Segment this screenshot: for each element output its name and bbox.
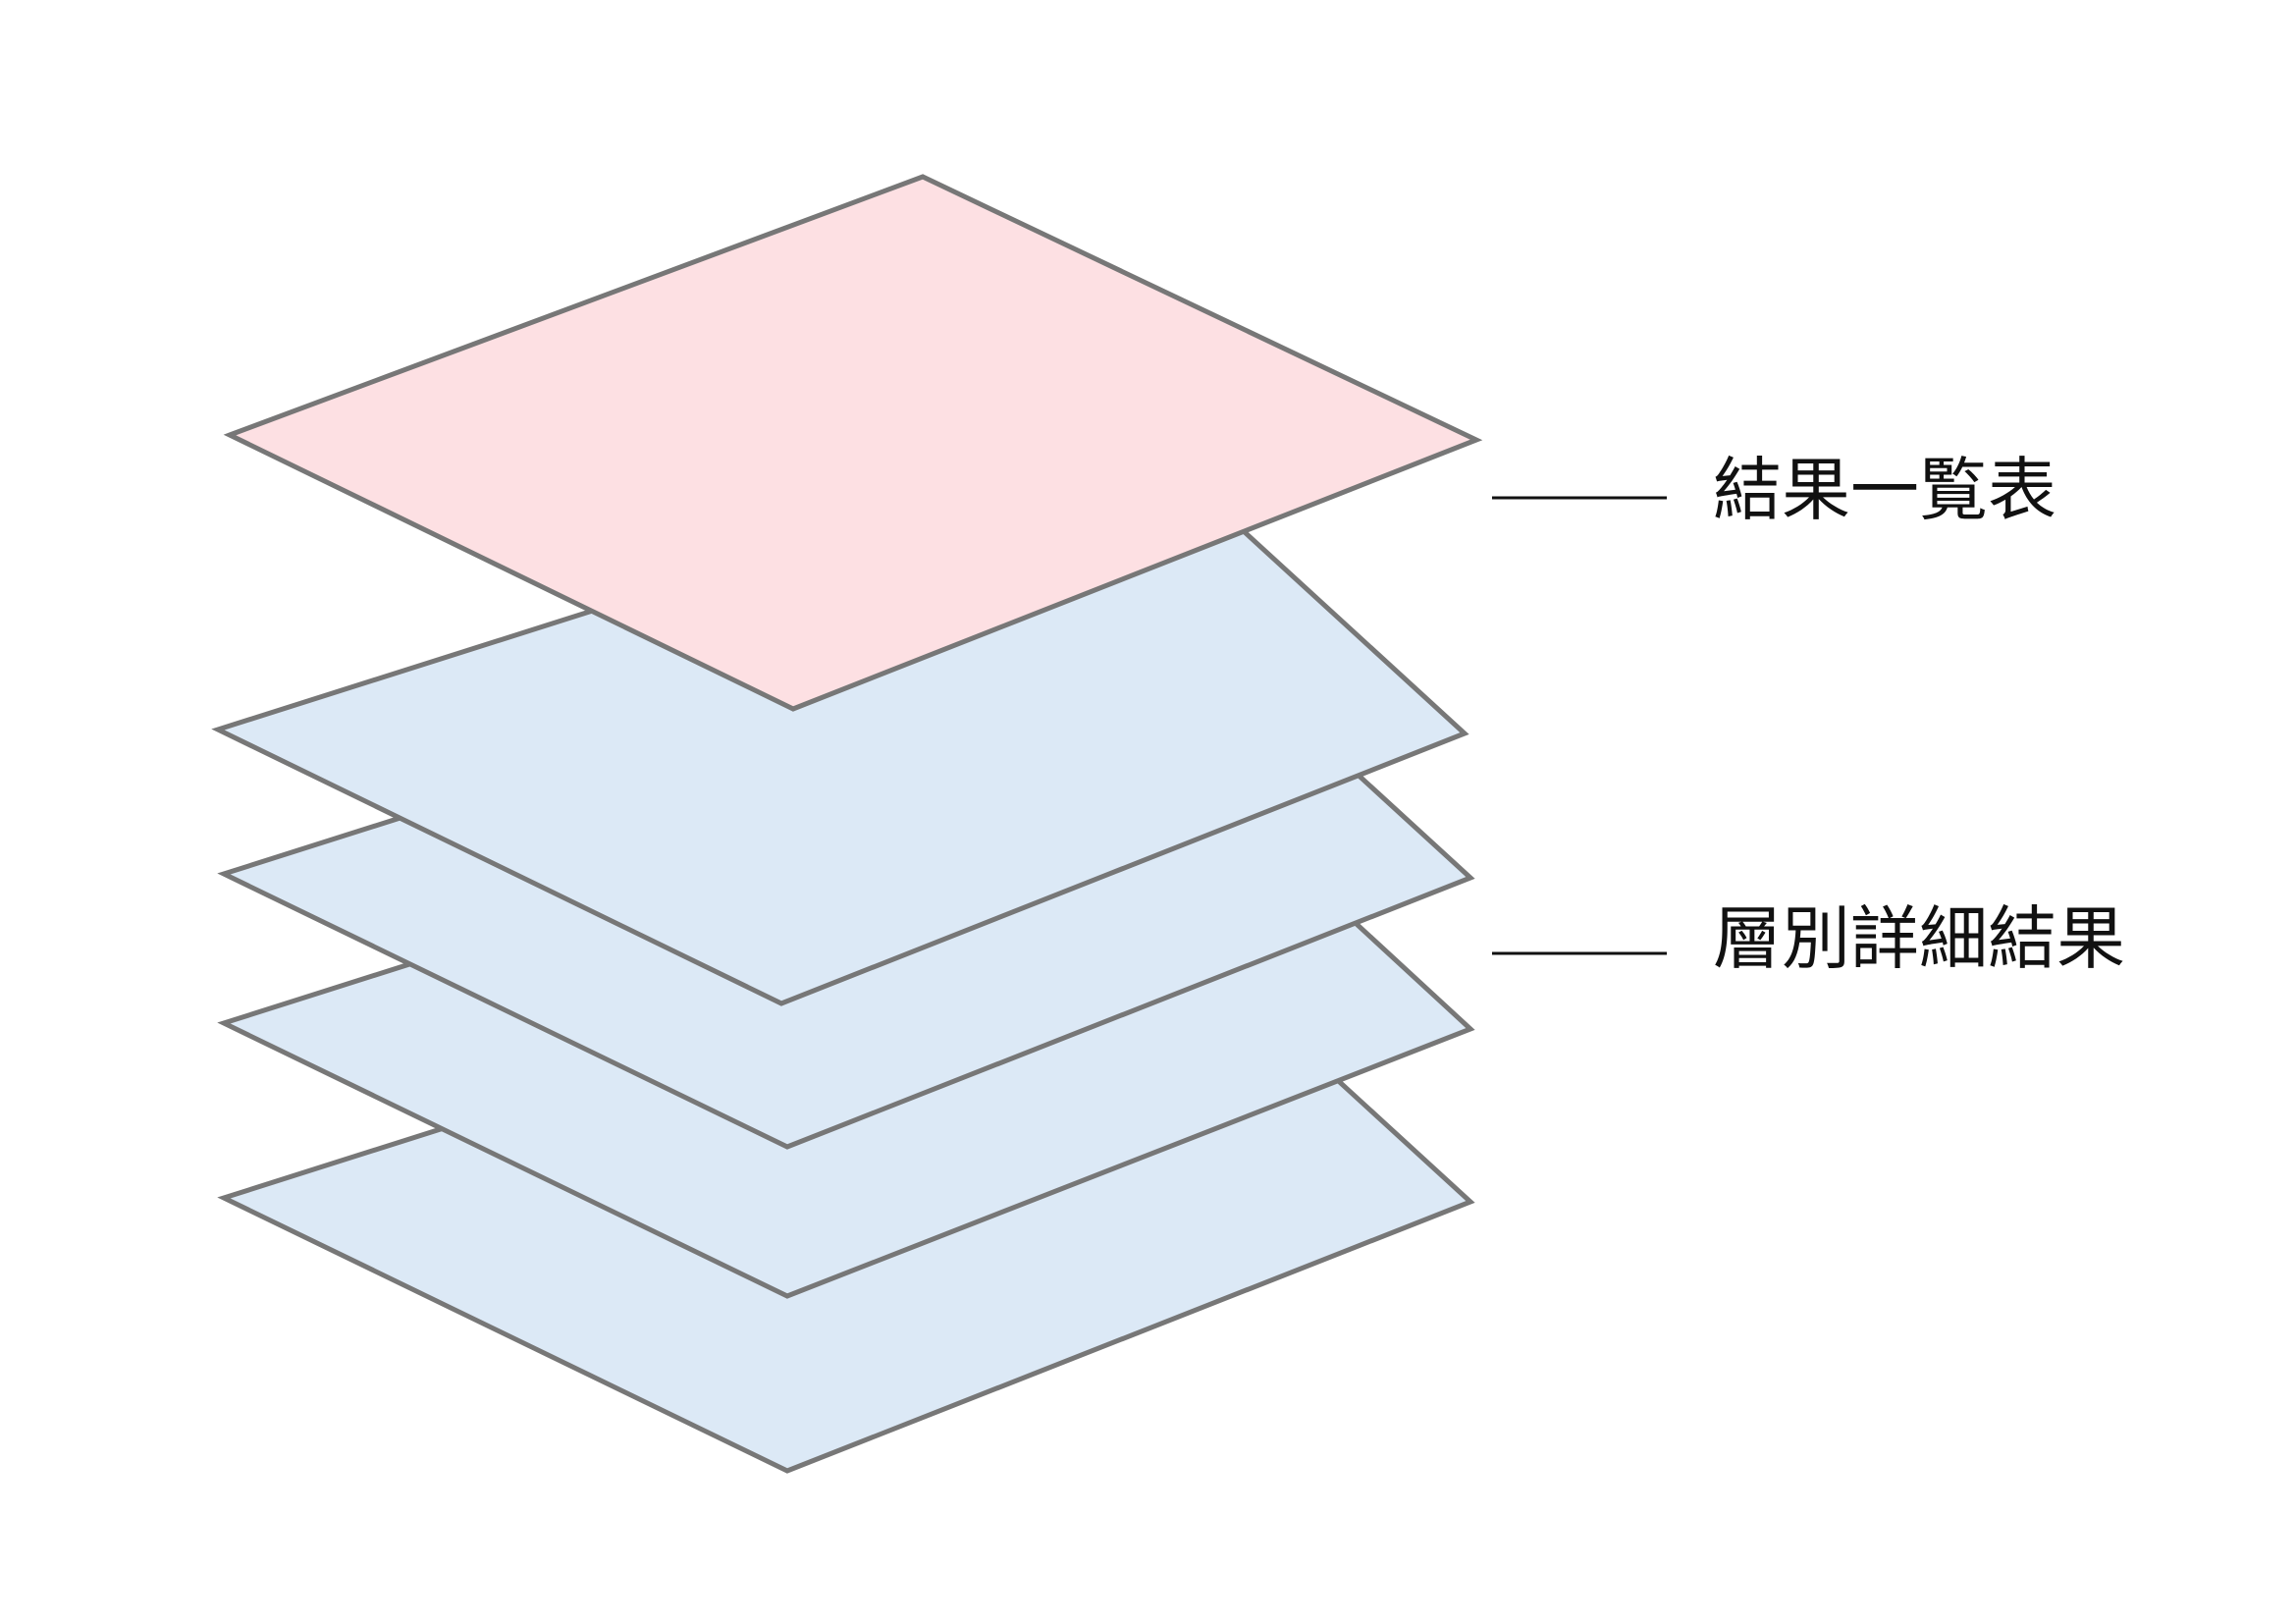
summary-label: 結果一覧表: [1713, 450, 2056, 530]
summary-sheet: [223, 174, 1483, 712]
details-label: 層別詳細結果: [1713, 898, 2125, 979]
